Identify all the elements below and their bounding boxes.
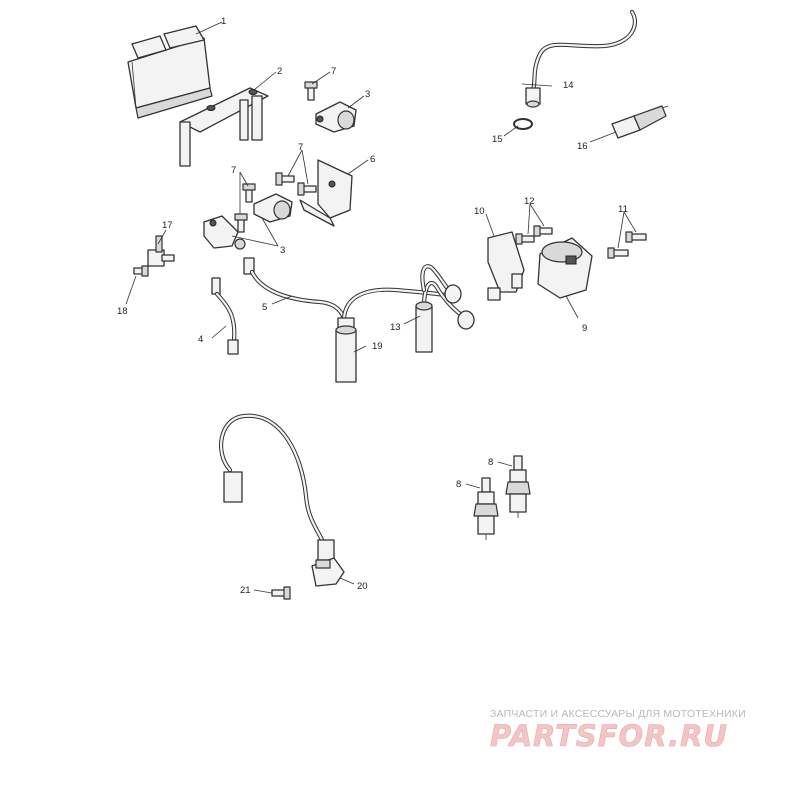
callout-21: 21 [240,585,251,596]
temperature-sensor [611,105,669,139]
callout-12: 12 [524,196,535,207]
bolt-upper [304,81,318,101]
callout-10: 10 [474,206,485,217]
callout-3-lower: 3 [280,245,285,256]
callout-19: 19 [372,341,383,352]
coil-bracket [487,231,525,301]
bolt-21 [271,586,291,600]
callout-15: 15 [492,134,503,145]
callout-7-upper: 7 [331,66,336,77]
bolt-speed-sensor [133,265,149,277]
ht-lead-5 [243,257,347,321]
spark-plug-right [505,455,531,518]
sensor-lead-4 [211,277,239,355]
callout-6: 6 [370,154,375,165]
ignition-coil [537,237,593,299]
callout-16: 16 [577,141,588,152]
sensor-lead-20 [219,413,345,587]
ecu-bracket [179,87,269,167]
callout-1: 1 [221,16,226,27]
callout-4: 4 [198,334,203,345]
sensor-bracket [299,159,353,227]
bolts-lower [234,172,317,233]
callout-9: 9 [582,323,587,334]
callout-13: 13 [390,322,401,333]
watermark-tagline: ЗАПЧАСТИ И АКСЕССУАРЫ ДЛЯ МОТОТЕХНИКИ [490,708,746,720]
map-sensor-upper [315,101,357,133]
callout-2: 2 [277,66,282,77]
watermark-logo: PARTSFOR.RU [490,719,728,753]
map-sensor-lower [203,193,293,250]
spark-plug-left [473,477,499,540]
callout-20: 20 [357,581,368,592]
coil-bolts [515,225,553,245]
callout-5: 5 [262,302,267,313]
callout-8-right: 8 [488,457,493,468]
bolts-11 [607,231,647,259]
sealing-washer [513,118,533,130]
lambda-sensor-lead [525,9,638,108]
callout-17: 17 [162,220,173,231]
ecu-module [127,25,213,119]
speed-sensor [147,235,175,267]
callout-3-upper: 3 [365,89,370,100]
leader-lines [125,21,637,594]
callout-7-lower: 7 [231,165,236,176]
ht-leads-assembly [335,264,475,383]
callout-8-left: 8 [456,479,461,490]
callout-14: 14 [563,80,574,91]
callout-11: 11 [618,204,628,215]
callout-7-middle: 7 [298,142,303,153]
callout-18: 18 [117,306,128,317]
